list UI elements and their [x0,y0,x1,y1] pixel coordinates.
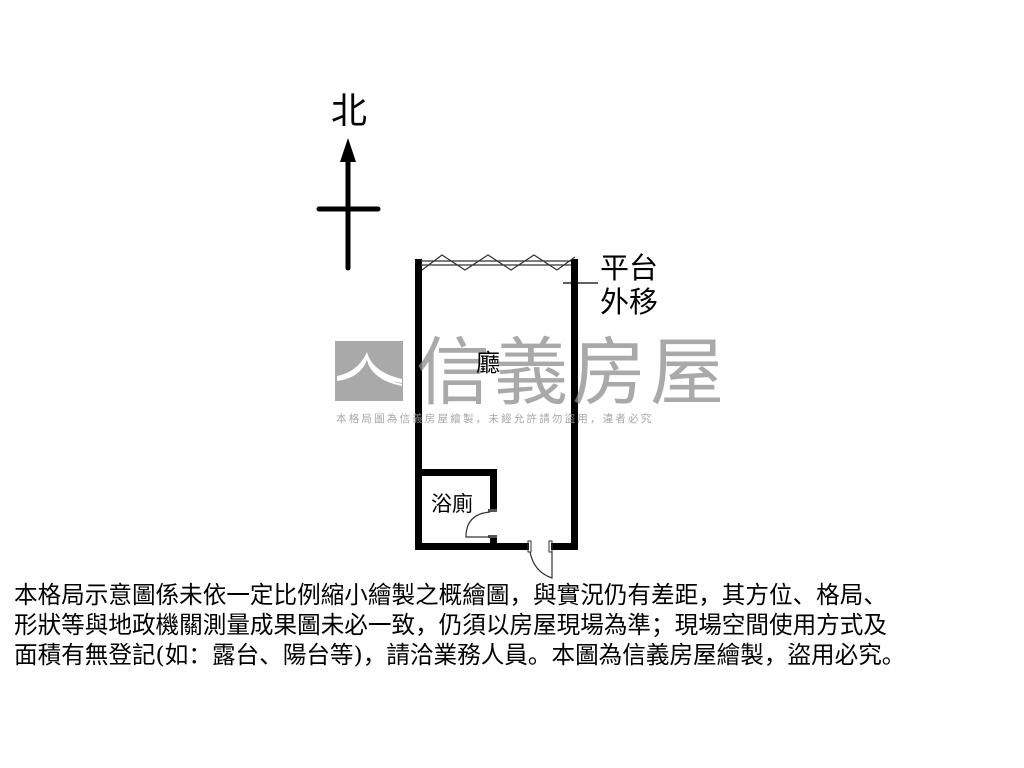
disclaimer-line: 本格局示意圖係未依一定比例縮小繪製之概繪圖，與實況仍有差距，其方位、格局、 [14,581,887,609]
bathroom-walls [415,469,497,550]
disclaimer: 本格局示意圖係未依一定比例縮小繪製之概繪圖，與實況仍有差距，其方位、格局、 形狀… [14,580,1014,670]
room-label-bathroom: 浴廁 [431,492,473,516]
platform-annotation: 平台 外移 [600,251,670,319]
watermark-brand: 信義房屋 [416,330,728,416]
platform-annotation-line1: 平台 [600,251,659,285]
bathroom-door-swing-icon [465,511,491,538]
entrance-door-icon [527,540,553,579]
outer-walls [415,259,578,550]
window-platform-icon [421,254,576,271]
north-arrow-icon [316,138,381,271]
platform-annotation-line2: 外移 [600,285,659,319]
disclaimer-line: 形狀等與地政機關測量成果圖未必一致，仍須以房屋現場為準；現場空間使用方式及 [14,611,887,639]
room-label-hall: 廳 [476,349,500,377]
disclaimer-line: 面積有無登記(如：露台、陽台等)，請洽業務人員。本圖為信義房屋繪製，盜用必究。 [14,641,906,669]
watermark-notice: 本格局圖為信義房屋繪製，未經允許請勿盜用，違者必究 [336,413,654,425]
north-label: 北 [331,91,368,132]
sinyi-logo-icon [335,341,403,401]
